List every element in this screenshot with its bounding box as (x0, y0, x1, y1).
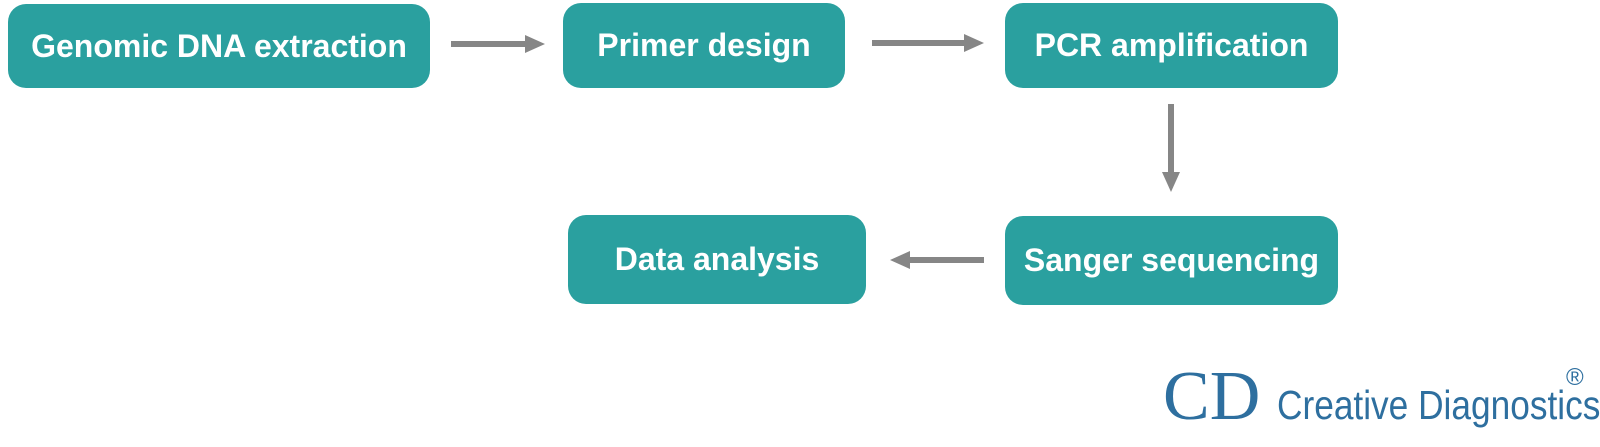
node-data-analysis: Data analysis (568, 215, 866, 304)
logo-monogram: CD (1163, 358, 1261, 435)
arrow-right-icon (451, 35, 545, 53)
arrow-down-icon (1162, 104, 1180, 192)
registered-trademark-icon: ® (1566, 364, 1584, 391)
arrow-right-icon (872, 34, 984, 52)
logo-name: Creative Diagnostics (1277, 382, 1600, 428)
node-genomic-dna-extraction: Genomic DNA extraction (8, 4, 430, 88)
node-pcr-amplification: PCR amplification (1005, 3, 1338, 88)
node-sanger-sequencing: Sanger sequencing (1005, 216, 1338, 305)
arrow-left-icon (890, 251, 984, 269)
node-primer-design: Primer design (563, 3, 845, 88)
